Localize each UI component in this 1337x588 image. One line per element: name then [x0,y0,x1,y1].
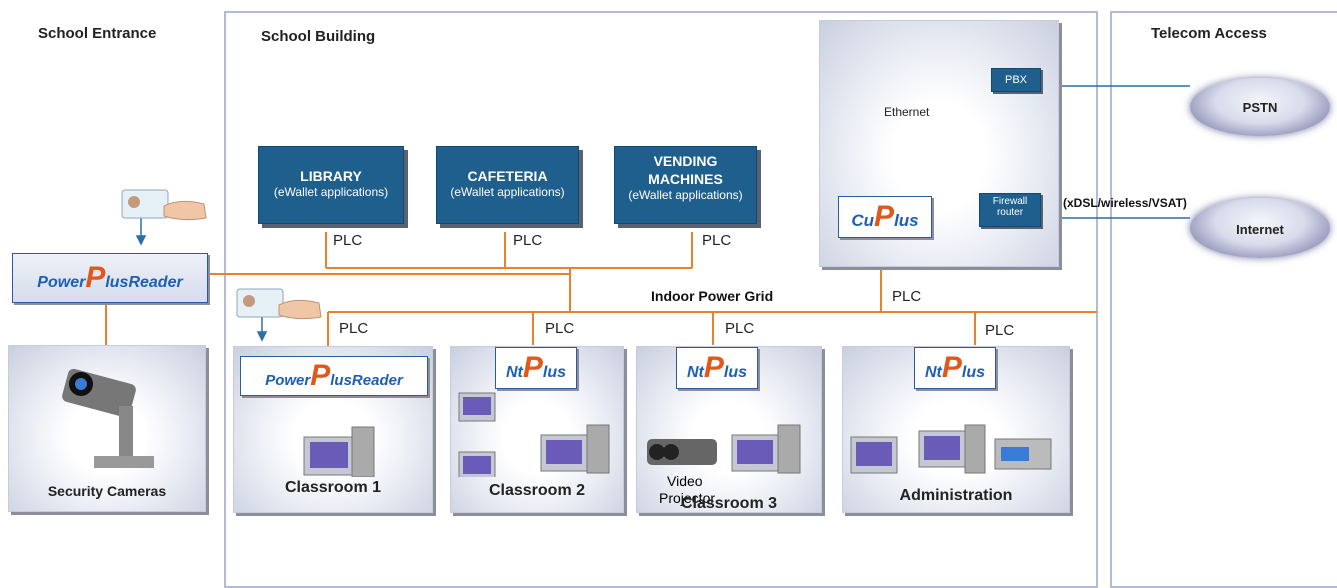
pbx-box: PBX [991,68,1041,92]
plc-label-admin: PLC [985,322,1015,339]
telecom-access-title: Telecom Access [1151,25,1267,42]
plc-label-cuplus: PLC [892,288,922,305]
video-projector-label-2: Projector [659,490,716,506]
indoor-power-grid-label: Indoor Power Grid [651,288,774,304]
cuplus-logo: CuPlus [838,196,932,238]
ntplus-logo-classroom-3: NtPlus [676,347,758,389]
school-building-title: School Building [261,28,376,45]
ethernet-label: Ethernet [884,105,930,119]
ntplus-logo-classroom-2: NtPlus [495,347,577,389]
internet-cloud: Internet [1190,198,1330,258]
camera-icon [62,368,154,468]
library-title: LIBRARY [300,168,362,184]
classroom-1-label: Classroom 1 [284,479,382,496]
plc-label-classroom3: PLC [725,320,755,337]
vending-subtitle: (eWallet applications) [628,188,743,202]
projector-and-computer-icon [647,424,801,474]
cafeteria-box: CAFETERIA (eWallet applications) [436,146,579,224]
library-subtitle: (eWallet applications) [273,185,389,199]
firewall-label-line1: Firewall [992,196,1028,207]
vending-machines-box: VENDING MACHINES (eWallet applications) [614,146,757,224]
firewall-router-box: Firewall router [979,193,1041,227]
administration-panel: Administration [842,346,1070,513]
computer-icon [303,426,375,477]
plc-label-classroom1: PLC [339,320,369,337]
cafeteria-subtitle: (eWallet applications) [450,185,565,199]
vending-title-line1: VENDING [653,153,718,169]
administration-label: Administration [899,487,1013,504]
security-cameras-panel: Security Cameras [8,345,206,512]
cafeteria-title: CAFETERIA [467,168,548,184]
school-entrance-title: School Entrance [38,25,157,42]
classroom-2-label: Classroom 2 [488,482,586,499]
wan-access-label: (xDSL/wireless/VSAT) [1063,196,1187,210]
library-box: LIBRARY (eWallet applications) [258,146,404,224]
card-icon [235,285,325,321]
ntplus-logo-administration: NtPlus [914,347,996,389]
plc-label-library: PLC [333,232,363,249]
classroom-3-panel: Video Projector Classroom 3 [636,346,822,513]
plc-label-vending: PLC [702,232,732,249]
card-icon [120,186,210,222]
vending-title-line2: MACHINES [648,171,723,187]
security-cameras-label: Security Cameras [47,483,167,499]
pstn-label: PSTN [1242,100,1278,115]
firewall-label-line2: router [996,207,1024,218]
video-projector-label-1: Video [667,473,703,489]
plc-label-cafeteria: PLC [513,232,543,249]
pstn-cloud: PSTN [1190,78,1330,136]
internet-label: Internet [1236,222,1284,237]
classroom-3-label: Classroom 3 [680,495,778,512]
powerplus-reader-logo-classroom: PowerPlusReader [240,356,428,396]
powerplus-reader-logo-entrance: PowerPlusReader [12,253,208,303]
plc-label-classroom2: PLC [545,320,575,337]
computers-icon [458,392,610,477]
admin-equipment-icon [850,424,1052,474]
